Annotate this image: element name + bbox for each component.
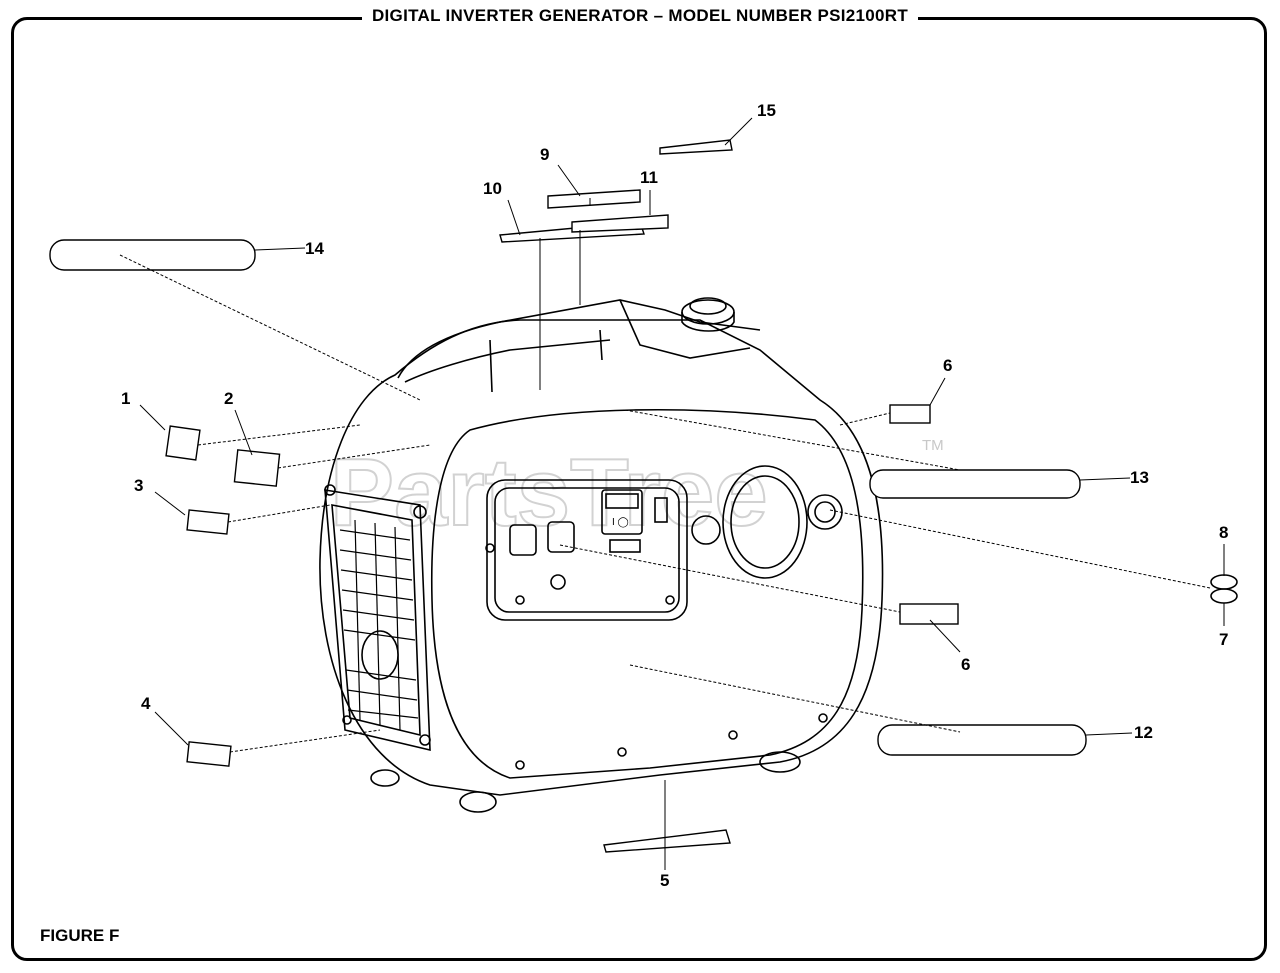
power-switch-marks: I ◯ [612,517,629,528]
decal-1 [165,425,201,461]
callout-5: 5 [660,871,669,890]
leader-lines [119,117,1225,870]
figure-label: FIGURE F [40,926,120,945]
callout-1: 1 [121,389,130,408]
decal-12 [877,724,1087,756]
callout-11: 11 [640,168,658,187]
decal-13 [869,469,1081,499]
watermark-text: PartsTree [330,439,768,546]
callout-13: 13 [1130,468,1149,487]
callout-6-top: 6 [943,356,952,375]
generator-body [319,297,884,813]
callout-8: 8 [1219,523,1228,542]
decal-11 [571,214,669,233]
callout-14: 14 [305,239,324,258]
vent-grille [339,519,419,731]
callout-7: 7 [1219,630,1228,649]
callout-4: 4 [141,694,151,713]
page-title-bar: DIGITAL INVERTER GENERATOR – MODEL NUMBE… [0,6,1280,26]
decal-14 [49,239,256,271]
watermark-trademark: TM [922,437,944,454]
callout-6-bottom: 6 [961,655,970,674]
callout-9: 9 [540,145,549,164]
callout-10: 10 [483,179,502,198]
decal-4 [186,741,232,767]
decal-15 [659,139,733,155]
decal-6a [889,404,931,424]
fastener-7-8 [1210,574,1238,604]
decal-labels [49,139,1087,853]
decal-9 [547,189,641,209]
callout-2: 2 [224,389,233,408]
decal-3 [186,509,230,535]
decal-6b [899,603,959,625]
page-title: DIGITAL INVERTER GENERATOR – MODEL NUMBE… [361,6,919,25]
callout-3: 3 [134,476,143,495]
decal-2 [233,449,281,487]
callout-numbers: 1 2 3 4 5 6 6 7 8 9 10 11 12 13 14 15 [121,101,1228,890]
callout-12: 12 [1134,723,1153,742]
callout-15: 15 [757,101,776,120]
decal-5 [603,829,731,853]
